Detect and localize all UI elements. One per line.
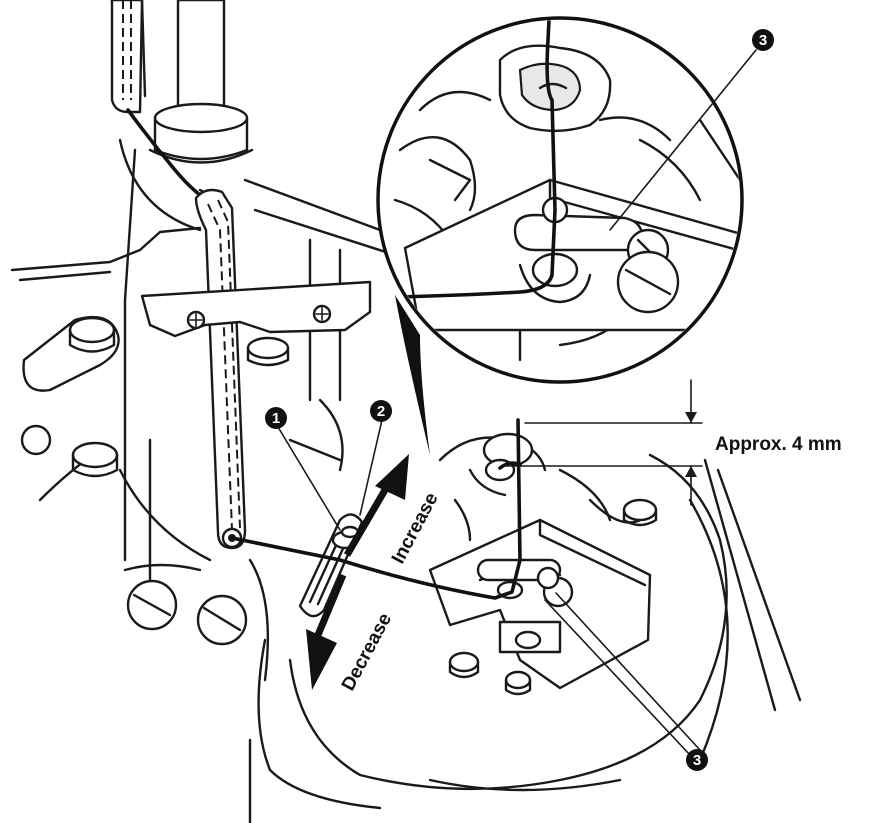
callout-leaders (277, 49, 757, 756)
zoom-inset (376, 16, 744, 384)
upper-shaft (148, 0, 254, 164)
tube-bracket (140, 280, 372, 338)
callout-1-number: 1 (272, 410, 280, 427)
adjustment-slot-plate (298, 513, 364, 618)
dimension-indicator (504, 379, 703, 506)
increase-label: Increase (388, 489, 443, 567)
callout-3-bottom: 3 (686, 749, 708, 771)
callout-2-number: 2 (377, 403, 385, 420)
upper-thread (126, 108, 206, 200)
lower-thread (230, 418, 522, 600)
thread-guide-tube-main (194, 188, 247, 550)
thread-loop (498, 461, 522, 470)
lower-tension-plate (428, 518, 652, 696)
hook-base (248, 453, 802, 823)
decrease-label: Decrease (338, 610, 396, 694)
direction-arrows (306, 454, 409, 690)
callout-1: 1 (265, 407, 287, 429)
callout-3-top: 3 (752, 29, 774, 51)
zoom-pointer (395, 295, 430, 455)
callout-3-bottom-number: 3 (693, 752, 701, 769)
callout-3-top-number: 3 (759, 32, 767, 49)
left-bolt-assembly (20, 315, 290, 478)
lower-left-screws (123, 558, 270, 682)
thread-guide-tube-upper (110, 0, 144, 114)
callout-2: 2 (370, 400, 392, 422)
approx-label: Approx. 4 mm (715, 434, 842, 455)
